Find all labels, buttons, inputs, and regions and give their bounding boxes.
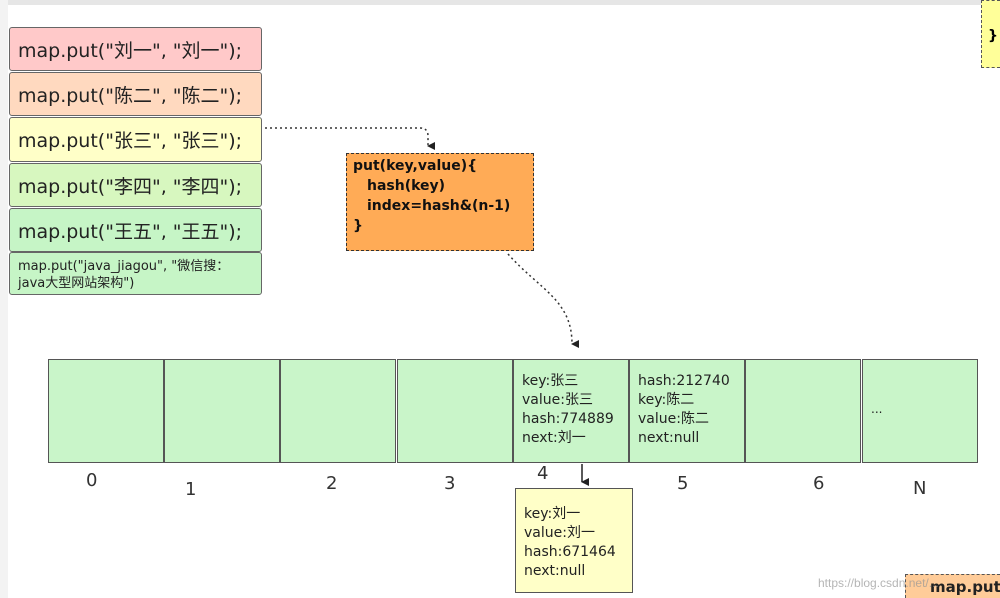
corner-code-note: } xyxy=(981,0,1000,68)
put-statement-2: map.put("陈二", "陈二"); xyxy=(9,72,262,116)
bucket-n: ... xyxy=(862,359,978,463)
arrow-put-to-method xyxy=(265,127,435,150)
bucket-5-next: next:null xyxy=(638,430,700,446)
put-method-box: put(key,value){ hash(key) index=hash&(n-… xyxy=(346,153,534,251)
put-statement-text: map.put("张三", "张三"); xyxy=(18,130,243,152)
bucket-4-next: next:刘一 xyxy=(522,430,586,446)
put-statement-5: map.put("王五", "王五"); xyxy=(9,208,262,252)
node-hash: hash:671464 xyxy=(524,544,616,560)
node-next: next:null xyxy=(524,563,586,579)
put-statement-text: map.put("王五", "王五"); xyxy=(18,220,243,243)
index-label-4: 4 xyxy=(537,463,549,484)
put-statement-text: map.put("java_jiagou", "微信搜：java大型网站架构") xyxy=(18,258,230,291)
bucket-4-key: key:张三 xyxy=(522,373,579,389)
bucket-5-value: value:陈二 xyxy=(638,411,709,427)
index-label-2: 2 xyxy=(326,473,338,494)
index-label-3: 3 xyxy=(444,473,456,494)
put-method-index-line: index=hash&(n-1) xyxy=(367,198,511,214)
chained-node-liuyi: key:刘一 value:刘一 hash:671464 next:null xyxy=(515,488,633,593)
bucket-5-key: key:陈二 xyxy=(638,392,695,408)
index-label-n: N xyxy=(913,478,927,499)
node-key: key:刘一 xyxy=(524,506,581,522)
bucket-3 xyxy=(397,359,513,463)
put-statement-4: map.put("李四", "李四"); xyxy=(9,163,262,207)
bucket-2 xyxy=(280,359,396,463)
arrow-method-to-bucket xyxy=(507,253,580,348)
bucket-4-value: value:张三 xyxy=(522,392,593,408)
put-statement-1: map.put("刘一", "刘一"); xyxy=(9,27,262,71)
bucket-0 xyxy=(48,359,164,463)
watermark: https://blog.csdn.net/... xyxy=(818,576,939,590)
index-label-0: 0 xyxy=(86,470,98,491)
bucket-6 xyxy=(745,359,861,463)
bucket-5: hash:212740 key:陈二 value:陈二 next:null xyxy=(629,359,745,463)
put-statement-text: map.put("刘一", "刘一"); xyxy=(18,39,243,62)
put-method-closing-brace: } xyxy=(353,218,363,234)
index-label-1: 1 xyxy=(185,479,197,500)
corner-mapput-text: map.put xyxy=(930,578,1000,596)
index-label-5: 5 xyxy=(677,473,689,494)
bucket-4-hash: hash:774889 xyxy=(522,411,614,427)
top-frame-border xyxy=(0,0,1000,5)
put-statement-3: map.put("张三", "张三"); xyxy=(9,117,262,162)
corner-brace: } xyxy=(988,28,998,44)
put-method-hash-line: hash(key) xyxy=(367,178,446,194)
left-frame-border xyxy=(0,0,8,598)
put-statement-text: map.put("李四", "李四"); xyxy=(18,175,243,198)
bucket-4: key:张三 value:张三 hash:774889 next:刘一 xyxy=(513,359,629,463)
bucket-1 xyxy=(164,359,280,463)
put-statement-6: map.put("java_jiagou", "微信搜：java大型网站架构") xyxy=(9,252,262,295)
bucket-5-hash: hash:212740 xyxy=(638,373,730,389)
put-statement-text: map.put("陈二", "陈二"); xyxy=(18,84,243,107)
bucket-n-ellipsis: ... xyxy=(871,402,883,416)
put-method-signature: put(key,value){ xyxy=(353,158,478,174)
index-label-6: 6 xyxy=(813,473,825,494)
node-value: value:刘一 xyxy=(524,525,595,541)
corner-mapput-box: map.put xyxy=(905,574,1000,598)
